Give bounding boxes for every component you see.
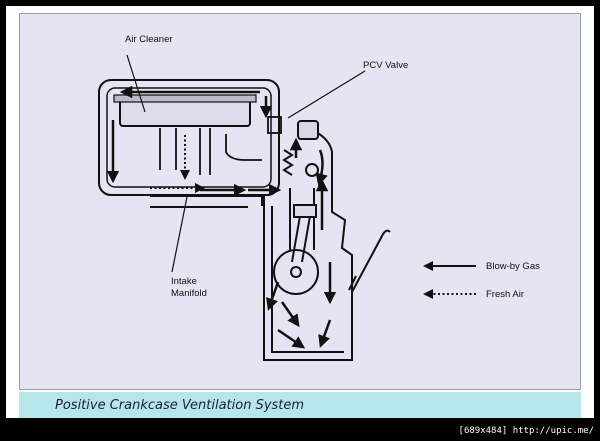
air-cleaner-airflow (106, 85, 273, 184)
engine-block (263, 128, 353, 361)
label-manifold: Manifold (171, 288, 207, 299)
legend-fresh-air-label: Fresh Air (486, 289, 524, 300)
label-air-cleaner: Air Cleaner (125, 34, 173, 45)
upload-watermark: [689x484] http://upic.me/ (456, 424, 596, 438)
legend-blowby: Blow-by Gas (423, 261, 540, 272)
caption-bar: Positive Crankcase Ventilation System (19, 392, 581, 418)
leader-lines (126, 54, 366, 273)
diagram-panel (19, 13, 581, 390)
label-pcv-valve: PCV Valve (363, 60, 408, 71)
label-intake: Intake (171, 276, 197, 287)
diagram-caption: Positive Crankcase Ventilation System (55, 397, 305, 413)
legend: Blow-by Gas Fresh Air (423, 261, 540, 300)
legend-fresh-air: Fresh Air (423, 289, 524, 300)
legend-blowby-label: Blow-by Gas (486, 261, 540, 272)
intake-manifold (150, 195, 263, 208)
air-cleaner (98, 79, 280, 196)
dipstick (348, 229, 391, 293)
carburetor (159, 116, 282, 175)
blowby-flow (266, 137, 337, 349)
fresh-air-flow (150, 135, 205, 193)
pcv-valve-body (282, 120, 319, 177)
